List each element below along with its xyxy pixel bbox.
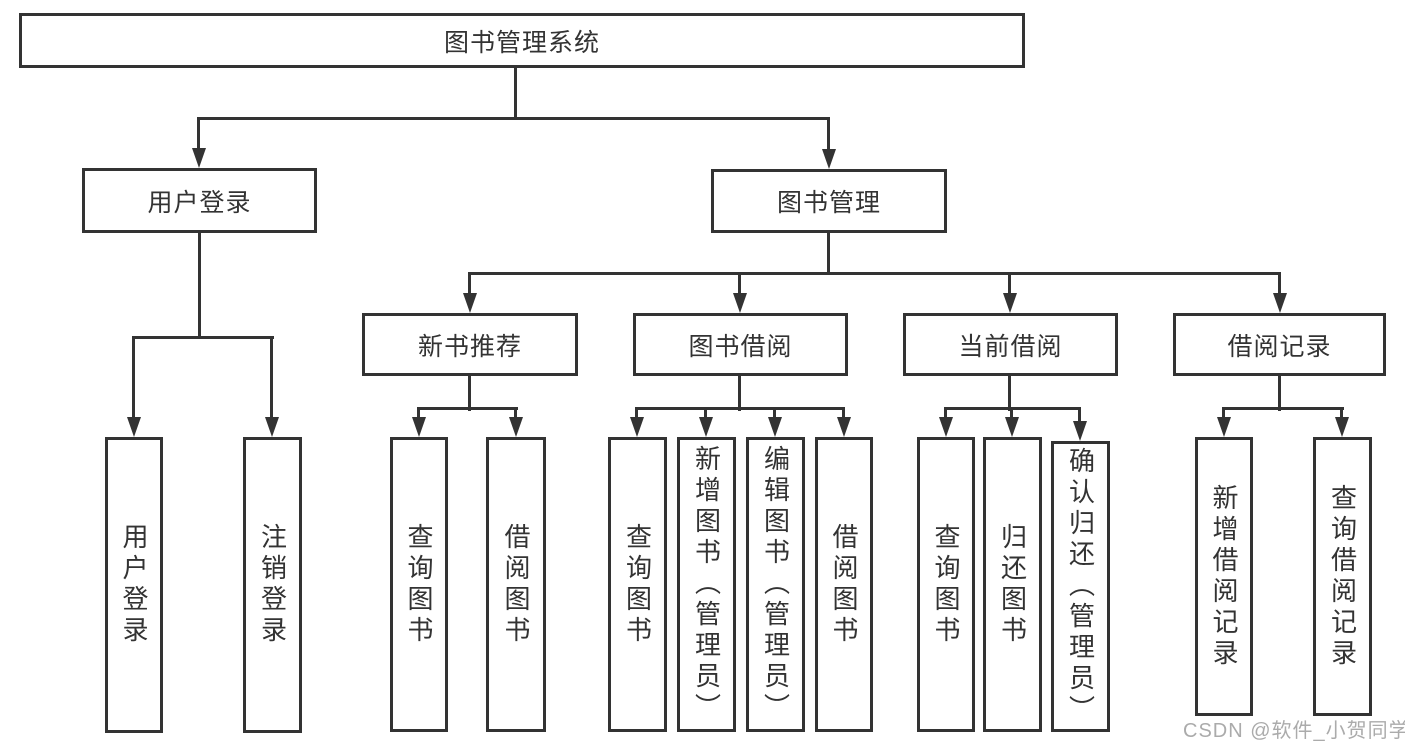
leaf-edit-book-admin-label: 编辑图书（管理员） — [760, 445, 791, 724]
connector-bus — [417, 407, 518, 410]
connector-user-login-stub — [198, 231, 201, 339]
connector-arrow-shaft — [842, 407, 845, 419]
node-borrowing-records-label: 借阅记录 — [1227, 332, 1332, 361]
leaf-confirm-return-admin-label: 确认归还（管理员） — [1065, 447, 1096, 726]
connector-arrow-shaft — [270, 336, 273, 420]
arrowhead-icon — [837, 417, 851, 437]
connector-arrow-shaft — [635, 407, 638, 419]
connector-arrow-shaft — [704, 407, 707, 419]
node-book-management-label: 图书管理 — [776, 189, 881, 217]
arrowhead-icon — [1003, 293, 1017, 313]
arrowhead-icon — [1273, 293, 1287, 313]
connector-arrow-shaft — [1222, 407, 1225, 419]
leaf-user-login: 用户登录 — [105, 437, 163, 733]
node-library-system: 图书管理系统 — [19, 13, 1025, 68]
arrowhead-icon — [1217, 417, 1231, 437]
connector-arrow-shaft — [1010, 407, 1013, 419]
connector-arrow-shaft — [827, 117, 830, 152]
arrowhead-icon — [822, 149, 836, 169]
arrowhead-icon — [939, 417, 953, 437]
arrowhead-icon — [1073, 421, 1087, 441]
connector-stub — [738, 374, 741, 411]
leaf-edit-book-admin: 编辑图书（管理员） — [746, 437, 805, 732]
node-borrowing-records: 借阅记录 — [1173, 313, 1386, 376]
node-user-login: 用户登录 — [82, 168, 317, 233]
connector-arrow-shaft — [944, 407, 947, 419]
leaf-borrow-books-borrowing: 借阅图书 — [815, 437, 873, 732]
connector-bus — [635, 407, 845, 410]
connector-arrow-shaft — [738, 272, 741, 296]
arrowhead-icon — [699, 417, 713, 437]
node-current-borrowing: 当前借阅 — [903, 313, 1118, 376]
node-book-borrowing-label: 图书借阅 — [688, 332, 793, 361]
arrowhead-icon — [1335, 417, 1349, 437]
leaf-query-borrow-record: 查询借阅记录 — [1313, 437, 1372, 716]
connector-arrow-shaft — [1278, 272, 1281, 296]
node-user-login-label: 用户登录 — [147, 188, 252, 217]
arrowhead-icon — [630, 417, 644, 437]
arrowhead-icon — [265, 417, 279, 437]
connector-stub — [1278, 374, 1281, 411]
connector-arrow-shaft — [1008, 272, 1011, 296]
connector-book-mgmt-bus — [468, 272, 1281, 275]
connector-arrow-shaft — [468, 272, 471, 296]
connector-user-login-bus — [132, 336, 274, 339]
leaf-add-book-admin: 新增图书（管理员） — [677, 437, 736, 732]
node-book-management: 图书管理 — [711, 169, 947, 233]
connector-root-stub — [514, 66, 517, 120]
connector-arrow-shaft — [773, 407, 776, 419]
leaf-borrow-books-recommend-label: 借阅图书 — [501, 522, 531, 647]
connector-root-bus — [198, 117, 830, 120]
watermark-text: CSDN @软件_小贺同学 — [1183, 720, 1405, 742]
leaf-add-borrow-record: 新增借阅记录 — [1195, 437, 1253, 716]
node-new-book-recommend: 新书推荐 — [362, 313, 578, 376]
connector-arrow-shaft — [1078, 407, 1081, 423]
leaf-return-books: 归还图书 — [983, 437, 1042, 732]
leaf-borrow-books-borrowing-label: 借阅图书 — [829, 522, 859, 647]
leaf-borrow-books-recommend: 借阅图书 — [486, 437, 546, 732]
arrowhead-icon — [192, 148, 206, 168]
leaf-add-borrow-record-label: 新增借阅记录 — [1209, 483, 1239, 670]
leaf-return-books-label: 归还图书 — [997, 522, 1028, 647]
leaf-query-borrow-record-label: 查询借阅记录 — [1327, 483, 1358, 670]
leaf-user-login-label: 用户登录 — [119, 523, 149, 647]
connector-arrow-shaft — [1340, 407, 1343, 419]
connector-arrow-shaft — [417, 407, 420, 419]
leaf-logout: 注销登录 — [243, 437, 302, 733]
connector-arrow-shaft — [132, 336, 135, 420]
leaf-query-books-current-label: 查询图书 — [931, 522, 961, 647]
leaf-query-books-borrowing: 查询图书 — [608, 437, 667, 732]
connector-book-mgmt-stub — [827, 231, 830, 275]
connector-stub — [468, 374, 471, 411]
leaf-query-books-borrowing-label: 查询图书 — [622, 522, 653, 647]
leaf-query-books-recommend-label: 查询图书 — [404, 522, 434, 647]
leaf-logout-label: 注销登录 — [257, 523, 288, 647]
node-book-borrowing: 图书借阅 — [633, 313, 848, 376]
arrowhead-icon — [733, 293, 747, 313]
arrowhead-icon — [412, 417, 426, 437]
leaf-query-books-current: 查询图书 — [917, 437, 975, 732]
node-new-book-recommend-label: 新书推荐 — [417, 332, 522, 361]
connector-arrow-shaft — [197, 117, 200, 151]
leaf-confirm-return-admin: 确认归还（管理员） — [1051, 441, 1110, 732]
connector-arrow-shaft — [514, 407, 517, 419]
connector-bus — [1222, 407, 1344, 410]
arrowhead-icon — [509, 417, 523, 437]
node-current-borrowing-label: 当前借阅 — [958, 332, 1063, 361]
connector-stub — [1008, 374, 1011, 411]
arrowhead-icon — [768, 417, 782, 437]
arrowhead-icon — [127, 417, 141, 437]
leaf-add-book-admin-label: 新增图书（管理员） — [691, 445, 722, 724]
arrowhead-icon — [463, 293, 477, 313]
node-library-system-label: 图书管理系统 — [443, 28, 600, 57]
arrowhead-icon — [1005, 417, 1019, 437]
leaf-query-books-recommend: 查询图书 — [390, 437, 448, 732]
